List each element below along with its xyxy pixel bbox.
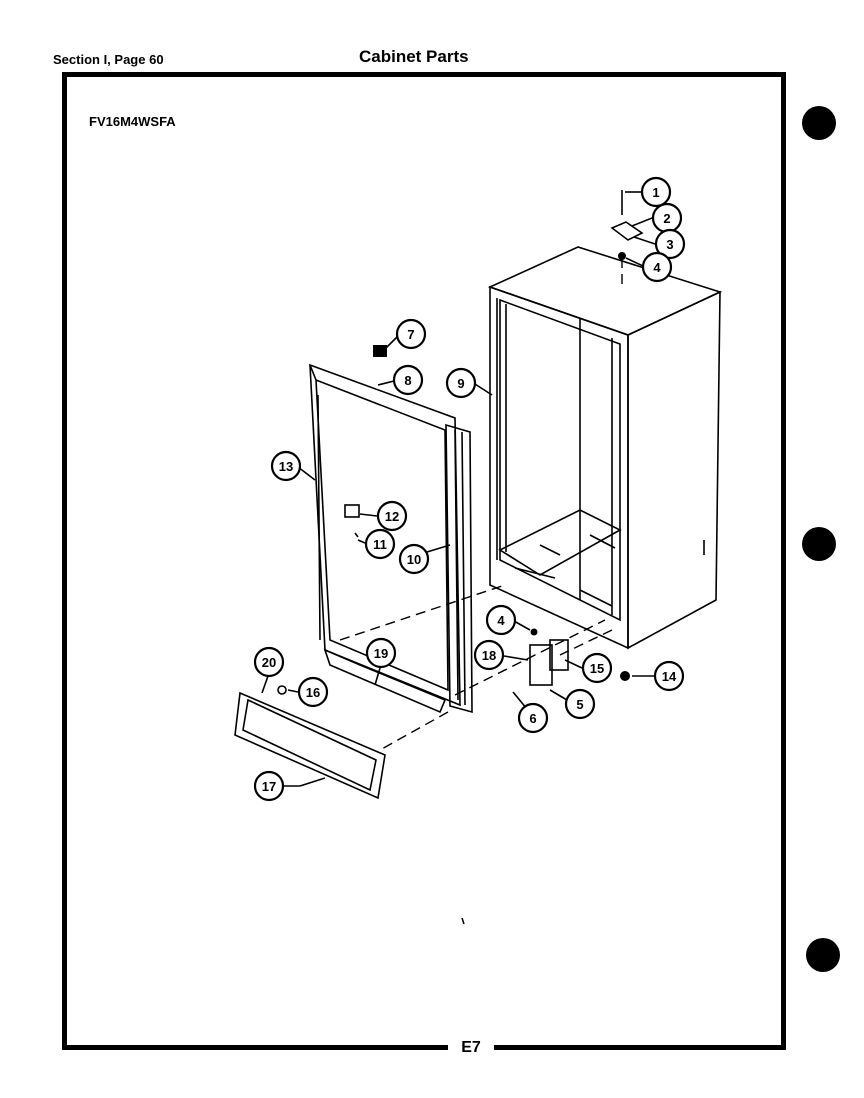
section-page-label: Section I, Page 60 [53, 52, 164, 67]
bottom-hinge [529, 628, 630, 686]
top-hinge [610, 190, 644, 260]
callout-14: 14 [653, 660, 685, 692]
svg-text:1: 1 [652, 185, 659, 200]
callout-4-top: 4 [641, 251, 673, 283]
svg-text:11: 11 [373, 537, 387, 552]
callout-12: 12 [376, 500, 408, 532]
model-number: FV16M4WSFA [89, 114, 176, 129]
svg-text:4: 4 [653, 260, 661, 275]
svg-text:10: 10 [407, 552, 421, 567]
grille [234, 685, 386, 800]
binder-hole-top [802, 106, 836, 140]
svg-text:17: 17 [262, 779, 276, 794]
assembly-lines [339, 258, 623, 751]
svg-text:8: 8 [404, 373, 411, 388]
svg-text:7: 7 [407, 327, 414, 342]
svg-text:12: 12 [385, 509, 399, 524]
callout-10: 10 [398, 543, 430, 575]
callout-15: 15 [581, 652, 613, 684]
callout-17: 17 [253, 770, 285, 802]
svg-text:13: 13 [279, 459, 293, 474]
callout-18: 18 [473, 639, 505, 671]
svg-text:6: 6 [529, 711, 536, 726]
svg-text:20: 20 [262, 655, 276, 670]
page-title: Cabinet Parts [359, 47, 469, 66]
callout-13: 13 [270, 450, 302, 482]
svg-text:15: 15 [590, 661, 604, 676]
svg-text:16: 16 [306, 685, 320, 700]
svg-text:19: 19 [374, 646, 388, 661]
svg-text:4: 4 [497, 613, 505, 628]
door-assembly [309, 363, 473, 714]
svg-text:14: 14 [662, 669, 677, 684]
page-footer-code: E7 [448, 1039, 494, 1057]
binder-hole-middle [802, 527, 836, 561]
callout-11: 11 [364, 528, 396, 560]
callout-9: 9 [445, 367, 477, 399]
callout-8: 8 [392, 364, 424, 396]
callout-3: 3 [654, 228, 686, 260]
diagram-frame [62, 72, 786, 1050]
svg-text:2: 2 [663, 211, 670, 226]
cabinet-body [487, 246, 723, 650]
callout-1: 1 [640, 176, 672, 208]
callout-6: 6 [517, 702, 549, 734]
svg-text:5: 5 [576, 697, 583, 712]
callout-16: 16 [297, 676, 329, 708]
svg-text:3: 3 [666, 237, 673, 252]
callout-20: 20 [253, 646, 285, 678]
svg-text:9: 9 [457, 376, 464, 391]
callout-7: 7 [395, 318, 427, 350]
callout-4-bottom: 4 [485, 604, 517, 636]
svg-text:18: 18 [482, 648, 496, 663]
binder-hole-bottom [806, 938, 840, 972]
callout-5: 5 [564, 688, 596, 720]
callout-2: 2 [651, 202, 683, 234]
callout-19: 19 [365, 637, 397, 669]
part-7-knob [373, 345, 387, 357]
